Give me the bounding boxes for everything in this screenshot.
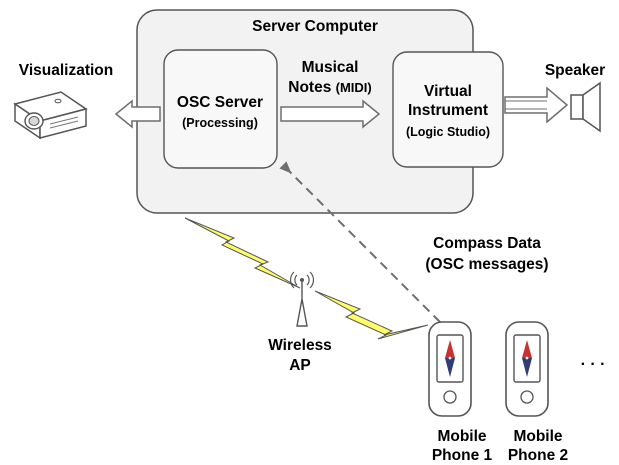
phone2-line1: Mobile: [513, 428, 562, 445]
midi-label: (MIDI): [336, 80, 372, 95]
midi-arrow: [280, 99, 381, 129]
phone1-line2: Phone 1: [432, 447, 493, 464]
wireless-ap-line2: AP: [289, 357, 311, 374]
speaker-icon: [570, 81, 601, 133]
visualization-label: Visualization: [19, 62, 113, 79]
phone2-line2: Phone 2: [508, 447, 568, 464]
lightning-bolt-lower: [314, 290, 429, 340]
speaker-label: Speaker: [545, 62, 605, 79]
server-computer-title: Server Computer: [252, 18, 378, 35]
osc-server-title: OSC Server: [177, 94, 263, 111]
compass-data-line1: Compass Data: [433, 235, 541, 252]
wireless-ap-line1: Wireless: [268, 337, 332, 354]
virtual-instrument-line3: (Logic Studio): [406, 125, 490, 139]
phone-compass-icon: [505, 321, 549, 417]
antenna-icon: [290, 271, 314, 327]
osc-server-subtitle: (Processing): [182, 116, 258, 130]
musical-notes-line2: Notes (MIDI): [288, 79, 371, 96]
projector-icon: [13, 91, 88, 140]
musical-notes-line1: Musical: [302, 59, 359, 76]
phone-compass-icon: [428, 321, 472, 417]
virtual-instrument-line2: Instrument: [408, 102, 488, 119]
compass-data-line2: (OSC messages): [425, 256, 548, 273]
virtual-instrument-line1: Virtual: [424, 83, 472, 100]
visualization-arrow: [114, 99, 161, 129]
osc-server-box: [163, 49, 278, 169]
speaker-arrow: [504, 86, 569, 124]
compass-data-arrow: [279, 161, 441, 323]
lightning-bolt-upper: [184, 217, 301, 289]
virtual-instrument-box: [392, 51, 504, 168]
ellipsis: · · ·: [581, 356, 606, 373]
musical-notes-word: Notes: [288, 79, 335, 96]
phone1-line1: Mobile: [437, 428, 486, 445]
